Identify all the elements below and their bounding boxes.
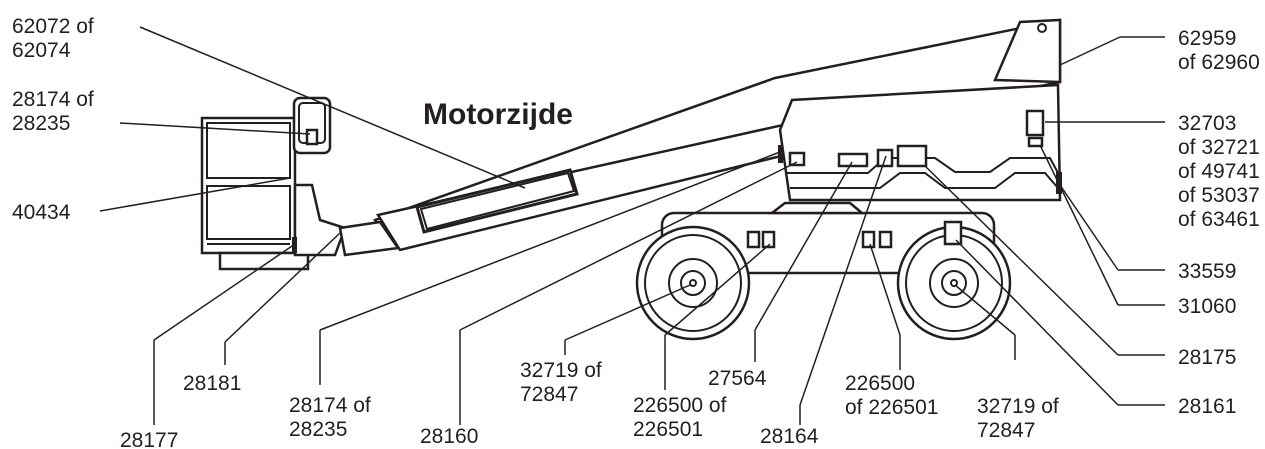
label-62072: 62072 of bbox=[12, 15, 94, 38]
label-28181: 28181 bbox=[183, 372, 241, 395]
label-28164: 28164 bbox=[760, 425, 819, 448]
left-wheel bbox=[635, 225, 751, 341]
label-72847-left: 72847 bbox=[520, 383, 578, 406]
part-labels: 62072 of 62074 28174 of 28235 40434 2817… bbox=[12, 15, 1260, 449]
right-wheel bbox=[896, 225, 1012, 341]
label-226501-right: of 226501 bbox=[845, 396, 938, 419]
label-63461: of 63461 bbox=[1178, 208, 1260, 231]
label-226500-left: 226500 of bbox=[633, 394, 727, 417]
label-27564: 27564 bbox=[708, 367, 767, 390]
label-40434: 40434 bbox=[12, 201, 71, 224]
label-32721: of 32721 bbox=[1178, 136, 1260, 159]
label-28160: 28160 bbox=[420, 425, 478, 448]
label-32719-right: 32719 of bbox=[977, 395, 1059, 418]
label-31060: 31060 bbox=[1178, 295, 1236, 318]
label-226501-left: 226501 bbox=[633, 418, 703, 441]
label-32719-left: 32719 of bbox=[520, 359, 602, 382]
label-28174-top: 28174 of bbox=[12, 88, 94, 111]
boom-decal bbox=[415, 168, 579, 234]
label-49741: of 49741 bbox=[1178, 160, 1260, 183]
label-62960: of 62960 bbox=[1178, 51, 1260, 74]
turret bbox=[778, 83, 1062, 202]
platform-basket bbox=[200, 96, 401, 271]
label-62959: 62959 bbox=[1178, 27, 1236, 50]
machine-drawing bbox=[200, 18, 1062, 341]
label-72847-right: 72847 bbox=[977, 419, 1035, 442]
label-28175: 28175 bbox=[1178, 346, 1236, 369]
diagram-title: Motorzijde bbox=[423, 98, 573, 131]
label-53037: of 53037 bbox=[1178, 184, 1260, 207]
label-62074: 62074 bbox=[12, 39, 71, 62]
label-28174-bottom: 28174 of bbox=[289, 394, 371, 417]
label-28177: 28177 bbox=[120, 429, 178, 449]
label-226500-right: 226500 bbox=[845, 372, 915, 395]
label-33559: 33559 bbox=[1178, 260, 1236, 283]
label-28235-bottom: 28235 bbox=[289, 418, 347, 441]
label-28235-top: 28235 bbox=[12, 112, 70, 135]
label-32703: 32703 bbox=[1178, 112, 1236, 135]
leader-lines bbox=[99, 26, 1165, 425]
label-28161: 28161 bbox=[1178, 395, 1236, 418]
